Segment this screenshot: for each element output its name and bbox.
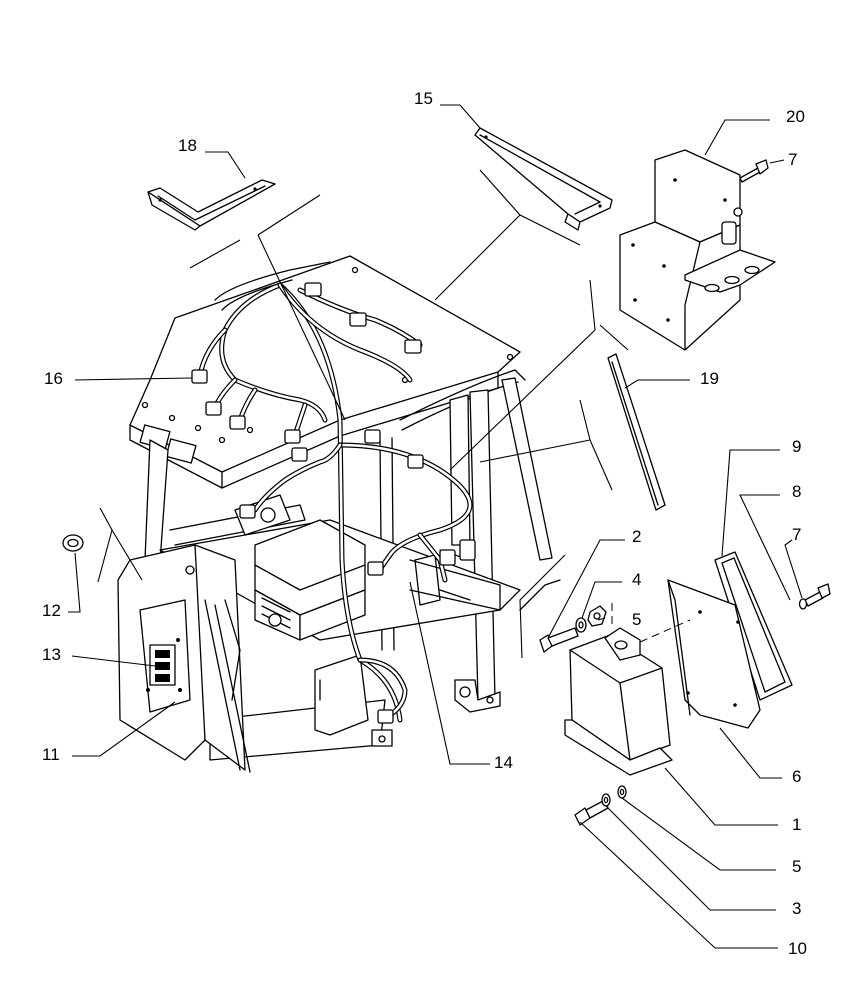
- part-1-ecu-housing: [564, 627, 673, 776]
- ecu-mount-axis: [611, 603, 691, 643]
- callout-7-lower: 7: [792, 525, 801, 544]
- part-20-control-box: [619, 149, 776, 351]
- part-7-screw-lower: [798, 583, 831, 610]
- callout-10: 10: [788, 939, 807, 958]
- callout-5-upper: 5: [632, 610, 641, 629]
- callout-2: 2: [632, 527, 641, 546]
- callout-numbers: 15 18 20 7 16 19 9 8 7 2 4 5 12 13 11 14…: [42, 89, 807, 958]
- callout-9: 9: [792, 437, 801, 456]
- callout-11: 11: [42, 745, 60, 764]
- callout-19: 19: [700, 369, 719, 388]
- part-3-washer-lower: [601, 793, 611, 807]
- callout-12: 12: [42, 601, 61, 620]
- callout-1: 1: [792, 815, 801, 834]
- callout-18: 18: [178, 136, 197, 155]
- part-5-nut-lower: [617, 785, 627, 799]
- part-12-grommet: [62, 534, 84, 552]
- callout-7-upper: 7: [788, 150, 797, 169]
- part-6-cover-plate: [667, 579, 761, 729]
- cab-frame: [117, 255, 561, 773]
- part-4-washer: [575, 617, 587, 633]
- part-10-bolt-lower: [574, 799, 609, 826]
- callout-13: 13: [42, 645, 61, 664]
- callout-20: 20: [786, 107, 805, 126]
- part-15-long-bracket: [474, 127, 613, 231]
- part-19-strip: [607, 353, 666, 511]
- wiring-harness: [191, 282, 476, 724]
- part-18-angle-bracket: [147, 179, 276, 231]
- part-13-switch-panel: [146, 638, 182, 692]
- part-7-screw-upper: [739, 159, 769, 183]
- callout-3: 3: [792, 899, 801, 918]
- callout-8: 8: [792, 482, 801, 501]
- callout-5-lower: 5: [792, 857, 801, 876]
- part-5-nut-upper: [587, 605, 607, 627]
- leader-lines: [68, 104, 803, 949]
- callout-16: 16: [44, 369, 63, 388]
- callout-15: 15: [414, 89, 433, 108]
- callout-6: 6: [792, 767, 801, 786]
- part-2-bolt: [539, 627, 579, 653]
- callout-4: 4: [632, 570, 641, 589]
- callout-14: 14: [494, 753, 513, 772]
